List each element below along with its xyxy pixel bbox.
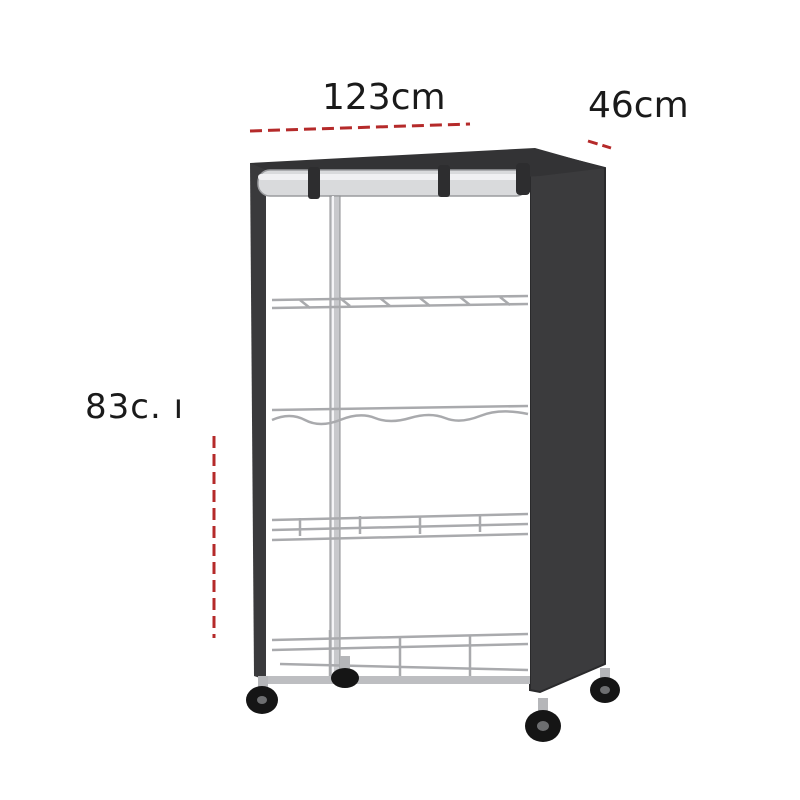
caster-wheel-front-right — [525, 698, 561, 742]
wire-shelf-2 — [271, 404, 529, 426]
caster-wheel-back-left — [331, 656, 359, 688]
wire-shelf-4 — [271, 630, 529, 676]
width-dimension-line — [249, 122, 471, 133]
cover-side-panel — [529, 148, 606, 694]
wire-shelf-3 — [271, 512, 529, 542]
shelf-unit — [246, 148, 620, 742]
chrome-pole — [329, 195, 341, 683]
wire-shelf-1 — [271, 294, 529, 310]
depth-dimension-line — [587, 139, 612, 150]
rolled-cover-rod — [257, 163, 530, 199]
open-front-interior — [266, 192, 530, 682]
depth-dimension-label: 46cm — [588, 85, 689, 126]
cover-left-strip — [250, 163, 266, 680]
height-dimension-label: 83c. ı — [85, 387, 185, 427]
caster-wheel-front-left — [246, 676, 278, 714]
caster-wheel-back-right — [590, 668, 620, 703]
width-dimension-label: 123cm — [322, 77, 446, 118]
bottom-rail — [266, 676, 530, 684]
